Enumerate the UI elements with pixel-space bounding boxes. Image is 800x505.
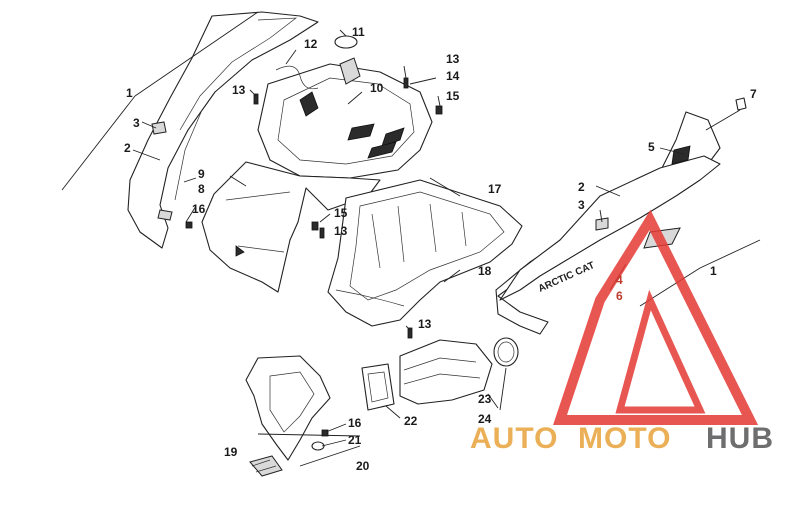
callout-11: 11 xyxy=(352,25,365,39)
watermark-text-auto: AUTO xyxy=(470,422,558,455)
callout-labels: 1 3 2 9 8 16 13 12 11 10 13 14 15 15 13 … xyxy=(124,25,757,473)
left-side-panel xyxy=(127,11,319,249)
callout-16-left: 16 xyxy=(192,202,206,216)
callout-12: 12 xyxy=(304,37,318,51)
callout-21: 21 xyxy=(348,433,362,447)
clip-15-b xyxy=(311,221,319,231)
lower-cowl xyxy=(245,355,331,477)
watermark-text-hub: HUB xyxy=(706,422,774,455)
callout-18: 18 xyxy=(478,264,492,278)
watermark-triangle xyxy=(553,209,759,425)
screw-7 xyxy=(735,97,747,111)
callout-2-right: 2 xyxy=(578,180,585,194)
callout-17: 17 xyxy=(488,182,502,196)
callout-1-right: 1 xyxy=(710,264,717,278)
right-side-panel: ARCTIC CAT xyxy=(495,97,747,335)
callout-13-a: 13 xyxy=(232,83,246,97)
callout-2-left: 2 xyxy=(124,141,131,155)
callout-20: 20 xyxy=(356,459,370,473)
callout-9: 9 xyxy=(198,167,205,181)
callout-16-right: 16 xyxy=(348,416,362,430)
callout-13-d: 13 xyxy=(418,317,432,331)
callout-7: 7 xyxy=(750,87,757,101)
callout-3-left: 3 xyxy=(133,116,140,130)
callout-4: 4 xyxy=(616,273,623,287)
callout-15-a: 15 xyxy=(446,89,460,103)
callout-13-b: 13 xyxy=(446,52,460,66)
callout-5: 5 xyxy=(648,140,655,154)
callout-8: 8 xyxy=(198,182,205,196)
fasteners xyxy=(185,77,443,451)
callout-19: 19 xyxy=(224,445,238,459)
watermark-logo: AUTO MOTO HUB xyxy=(470,209,774,455)
callout-1-left: 1 xyxy=(126,86,133,100)
hood-nose xyxy=(201,161,381,293)
clip-16-b xyxy=(321,429,329,437)
screw-13-b xyxy=(403,77,409,89)
callout-3-right: 3 xyxy=(578,198,585,212)
screw-13-c xyxy=(319,227,325,239)
callout-23: 23 xyxy=(478,392,492,406)
callout-10: 10 xyxy=(370,81,384,95)
watermark-text-moto: MOTO xyxy=(578,422,671,455)
air-duct xyxy=(361,337,519,411)
screw-13-a xyxy=(253,93,259,105)
screw-13-d xyxy=(407,327,413,339)
vent-19 xyxy=(249,455,283,477)
callout-14: 14 xyxy=(446,69,460,83)
watermark-inner-triangle xyxy=(615,289,706,414)
washer-21 xyxy=(311,441,325,451)
callout-15-b: 15 xyxy=(334,206,348,220)
clip-16-a xyxy=(185,221,193,229)
callout-24: 24 xyxy=(478,412,492,426)
callout-6: 6 xyxy=(616,289,623,303)
callout-13-c: 13 xyxy=(334,224,348,238)
inner-tray xyxy=(327,179,523,327)
upper-cowl xyxy=(257,35,433,179)
callout-22: 22 xyxy=(404,414,418,428)
clip-15-a xyxy=(435,105,443,115)
